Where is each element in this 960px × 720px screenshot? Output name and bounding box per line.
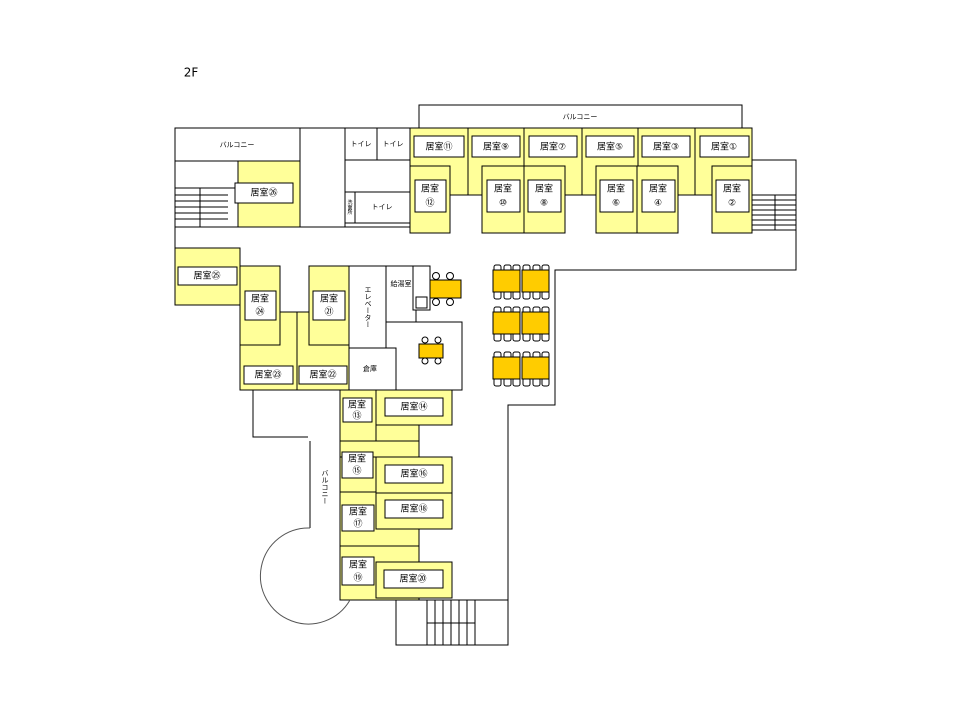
svg-text:倉庫: 倉庫 <box>363 364 377 373</box>
balcony-left-label: バルコニー <box>220 141 255 149</box>
svg-text:居室⑨: 居室⑨ <box>483 141 509 153</box>
svg-text:エレベーター: エレベーター <box>364 286 372 328</box>
room-26[interactable]: 居室㉖ <box>234 160 301 228</box>
svg-text:居室: 居室 <box>320 293 338 305</box>
svg-text:⑩: ⑩ <box>499 199 507 209</box>
table-small-room <box>418 336 444 365</box>
dining-table <box>492 351 521 387</box>
balcony-bottom-wall <box>252 390 308 438</box>
balcony-bottom-label: バルコニー <box>321 470 329 505</box>
svg-text:居室㉕: 居室㉕ <box>193 270 220 282</box>
room-20[interactable]: 居室⑳ <box>375 561 453 599</box>
room-2[interactable]: 居室 ② <box>711 165 753 234</box>
room-16[interactable]: 居室⑯ <box>375 456 453 494</box>
dining-table <box>492 306 521 342</box>
svg-text:居室③: 居室③ <box>653 141 679 153</box>
corridor-outline <box>507 159 797 600</box>
dining-tables <box>492 264 550 387</box>
room-6[interactable]: 居室 ⑥ <box>595 165 638 234</box>
dining-table <box>521 306 550 342</box>
balcony-top-label: バルコニー <box>563 113 598 121</box>
washroom[interactable]: 洗面所 <box>344 191 356 224</box>
dining-table <box>521 351 550 387</box>
stairs-bottom-steps <box>426 600 476 645</box>
svg-text:⑮: ⑮ <box>352 466 361 477</box>
elevator[interactable]: エレベーター <box>348 265 387 349</box>
svg-text:居室㉓: 居室㉓ <box>254 369 281 381</box>
svg-text:居室: 居室 <box>649 183 667 195</box>
table-kitchenette <box>429 272 462 306</box>
toilet-2[interactable]: トイレ <box>376 127 411 161</box>
svg-text:居室①: 居室① <box>711 141 737 153</box>
svg-text:⑫: ⑫ <box>425 198 434 209</box>
kitchenette[interactable]: 給湯室 <box>386 265 431 322</box>
room-25[interactable]: 居室㉕ <box>174 247 241 306</box>
svg-text:トイレ: トイレ <box>372 203 393 211</box>
toilet-3[interactable]: トイレ <box>354 191 411 224</box>
svg-text:④: ④ <box>654 199 662 209</box>
svg-text:居室: 居室 <box>348 399 366 411</box>
room-19[interactable]: 居室 ⑲ <box>341 556 375 586</box>
svg-text:居室: 居室 <box>535 183 553 195</box>
toilet-1[interactable]: トイレ <box>344 127 378 161</box>
svg-text:居室㉒: 居室㉒ <box>309 369 336 381</box>
storage[interactable]: 倉庫 <box>348 347 397 391</box>
room-3[interactable]: 居室③ <box>637 127 696 196</box>
svg-text:給湯室: 給湯室 <box>391 279 412 288</box>
room-14[interactable]: 居室⑭ <box>375 389 453 426</box>
room-10[interactable]: 居室 ⑩ <box>481 165 525 234</box>
svg-text:洗面所: 洗面所 <box>347 199 353 216</box>
floor-label: 2F <box>184 66 199 80</box>
svg-text:居室⑤: 居室⑤ <box>597 141 623 153</box>
svg-text:トイレ: トイレ <box>351 140 372 148</box>
dining-table <box>492 264 521 300</box>
svg-text:居室: 居室 <box>607 183 625 195</box>
svg-text:⑧: ⑧ <box>540 199 548 209</box>
svg-text:居室⑱: 居室⑱ <box>400 503 427 515</box>
svg-text:居室㉖: 居室㉖ <box>250 187 277 199</box>
svg-text:居室⑪: 居室⑪ <box>425 141 452 153</box>
svg-text:居室: 居室 <box>723 183 741 195</box>
corridor <box>299 127 346 228</box>
room-4[interactable]: 居室 ④ <box>636 165 679 234</box>
svg-text:トイレ: トイレ <box>383 140 404 148</box>
svg-text:居室⑳: 居室⑳ <box>399 573 426 585</box>
svg-text:㉔: ㉔ <box>255 307 264 318</box>
svg-text:居室: 居室 <box>421 183 439 195</box>
svg-text:⑬: ⑬ <box>352 411 361 422</box>
dining-table <box>521 264 550 300</box>
svg-text:居室⑦: 居室⑦ <box>540 141 566 153</box>
sink-icon <box>415 296 428 309</box>
balcony-arc <box>259 527 351 625</box>
room-8[interactable]: 居室 ⑧ <box>523 165 566 234</box>
svg-text:②: ② <box>728 199 736 209</box>
stairs-right <box>752 194 796 231</box>
svg-text:㉑: ㉑ <box>324 307 333 318</box>
room-12[interactable]: 居室 ⑫ <box>409 165 451 234</box>
svg-text:居室: 居室 <box>349 559 367 571</box>
svg-text:居室: 居室 <box>348 453 366 465</box>
svg-text:⑲: ⑲ <box>353 573 362 584</box>
svg-text:⑥: ⑥ <box>612 199 620 209</box>
room-18[interactable]: 居室⑱ <box>375 492 453 530</box>
svg-text:居室: 居室 <box>349 506 367 518</box>
svg-text:⑰: ⑰ <box>353 519 362 530</box>
svg-text:居室: 居室 <box>494 183 512 195</box>
svg-text:居室⑭: 居室⑭ <box>400 401 427 413</box>
svg-text:居室⑯: 居室⑯ <box>400 468 427 480</box>
svg-text:居室: 居室 <box>251 293 269 305</box>
